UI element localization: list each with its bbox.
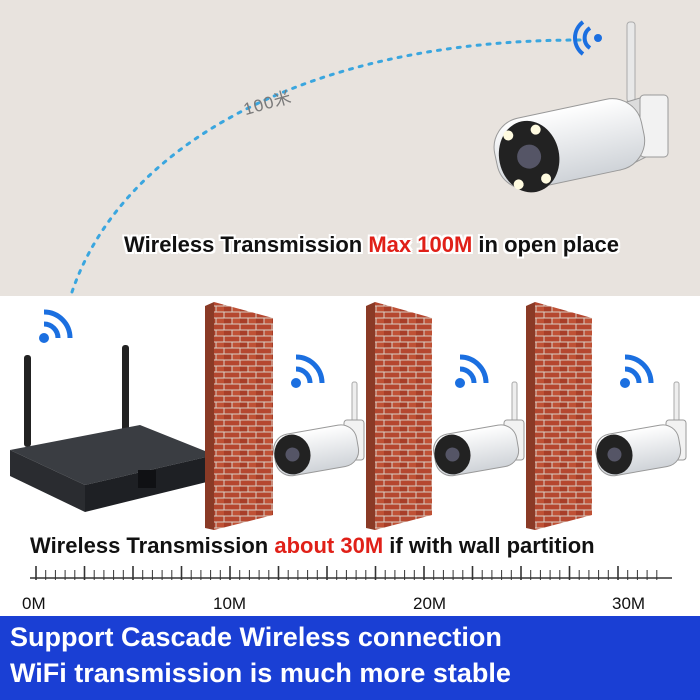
ruler-label: 10M [213,594,247,613]
brick-wall-image [366,302,432,530]
wifi-icon [291,354,325,388]
ruler-label: 20M [413,594,447,613]
caption-highlight: Max 100M [368,232,473,257]
brick-wall-image [526,302,592,530]
wifi-icon [573,20,602,56]
bullet-camera-image [595,381,687,477]
caption-text: Wireless Transmission [30,533,275,558]
wifi-icon [620,354,654,388]
brick-wall-image [205,302,273,530]
banner-line: Support Cascade Wireless connection [10,622,502,652]
ruler-label: 0M [22,594,46,613]
caption-text: Wireless Transmission [124,232,369,257]
wifi-icon [39,309,73,343]
nvr-recorder-image [10,345,215,512]
open-range-caption: Wireless Transmission Max 100M in open p… [124,232,619,258]
caption-text: in open place [472,232,620,257]
caption-highlight: about 30M [274,533,384,558]
bullet-camera-image [493,21,669,193]
ruler-label: 30M [612,594,646,613]
bullet-camera-image [273,381,365,477]
bullet-camera-image [433,381,525,477]
distance-ruler [30,566,672,580]
caption-text: if with wall partition [383,533,595,558]
banner-line: WiFi transmission is much more stable [10,658,511,688]
wall-range-caption: Wireless Transmission about 30M if with … [30,533,595,559]
range-arc [70,38,582,294]
wifi-icon [455,354,489,388]
feature-banner: Support Cascade Wireless connection WiFi… [0,616,700,700]
